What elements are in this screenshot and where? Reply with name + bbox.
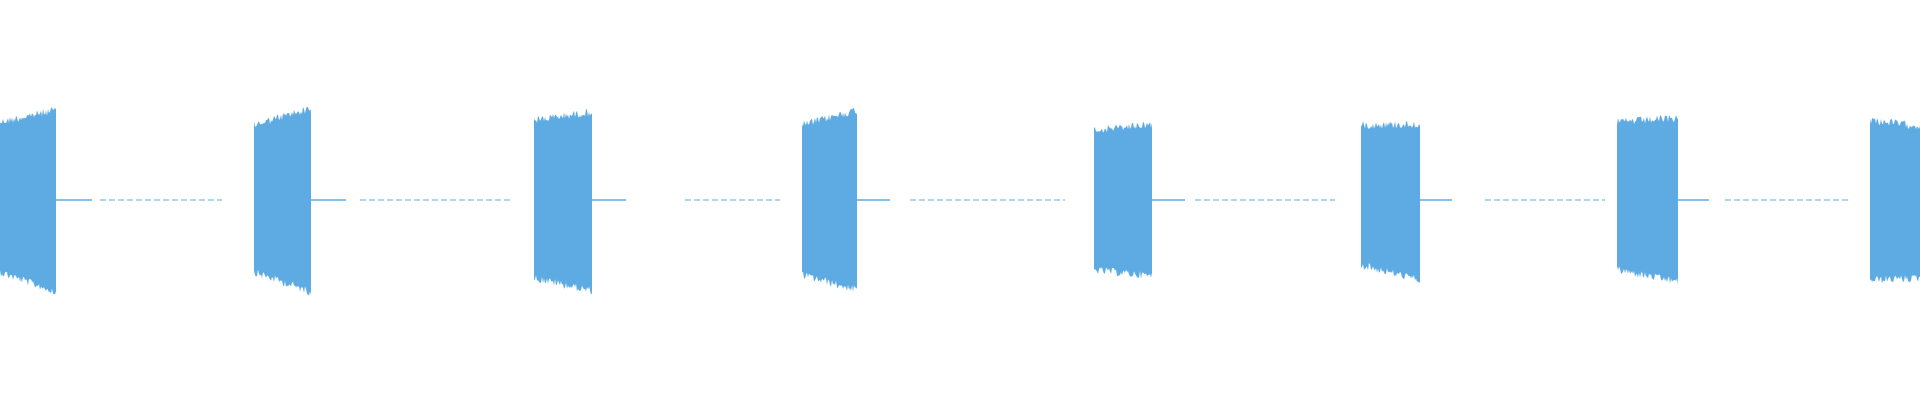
waveform-burst (1361, 120, 1420, 283)
waveform-burst (254, 106, 311, 296)
waveform-burst (534, 109, 592, 295)
waveform-burst (1870, 118, 1920, 284)
waveform-burst (1094, 122, 1152, 279)
waveform-burst (0, 107, 56, 295)
waveform-bursts (0, 106, 1920, 296)
waveform-burst (1617, 115, 1678, 286)
waveform-burst (802, 108, 857, 292)
